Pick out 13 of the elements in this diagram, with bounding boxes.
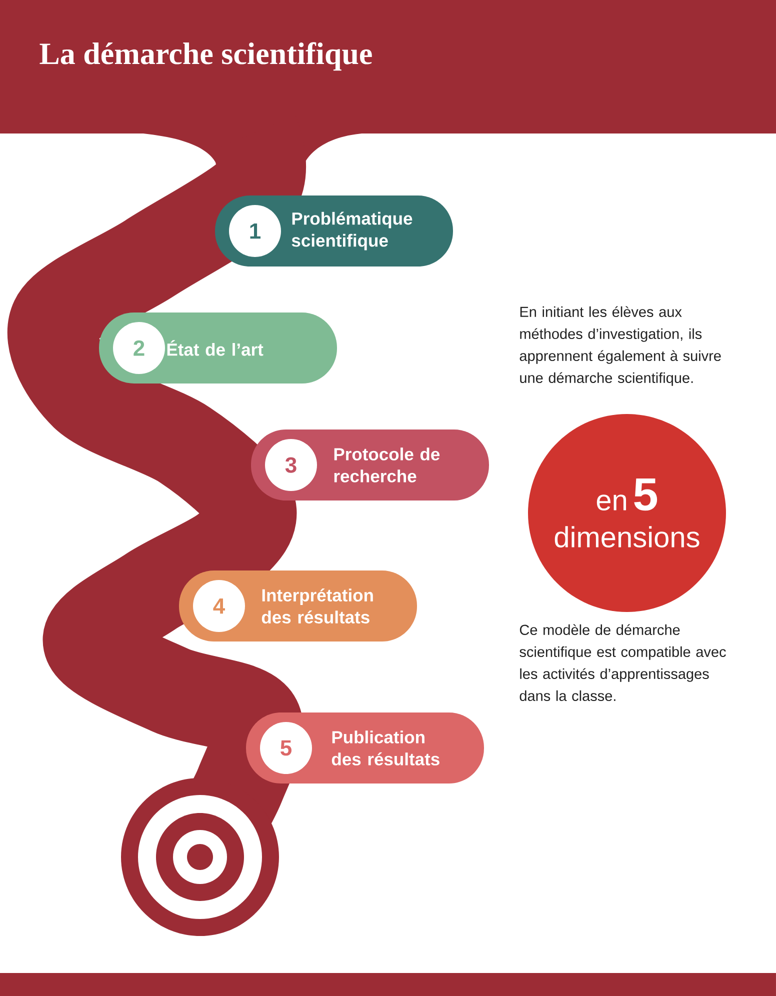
step-label: Problématique scientifique	[292, 212, 412, 250]
number-badge: 2	[113, 322, 165, 374]
paragraph: En initiant les élèves aux méthodes d’investigation, ils apprennent également à suivre une démarche scientifique.	[520, 306, 721, 386]
number-badge: 3	[265, 439, 317, 491]
step-label: Protocole de recherche	[334, 448, 440, 482]
title: La démarche scientifique	[40, 42, 372, 71]
step-label: Publication des résultats	[332, 730, 440, 766]
number-badge: 5	[260, 722, 312, 774]
step-label: État de l’art	[167, 340, 264, 356]
number-badge: 4	[193, 580, 245, 632]
step-label: Interprétation des résultats	[262, 588, 373, 624]
number-badge: 1	[229, 205, 281, 257]
paragraph: Ce modèle de démarche scientifique est compatible avec les activités d’apprentissages dans la classe.	[520, 624, 726, 702]
